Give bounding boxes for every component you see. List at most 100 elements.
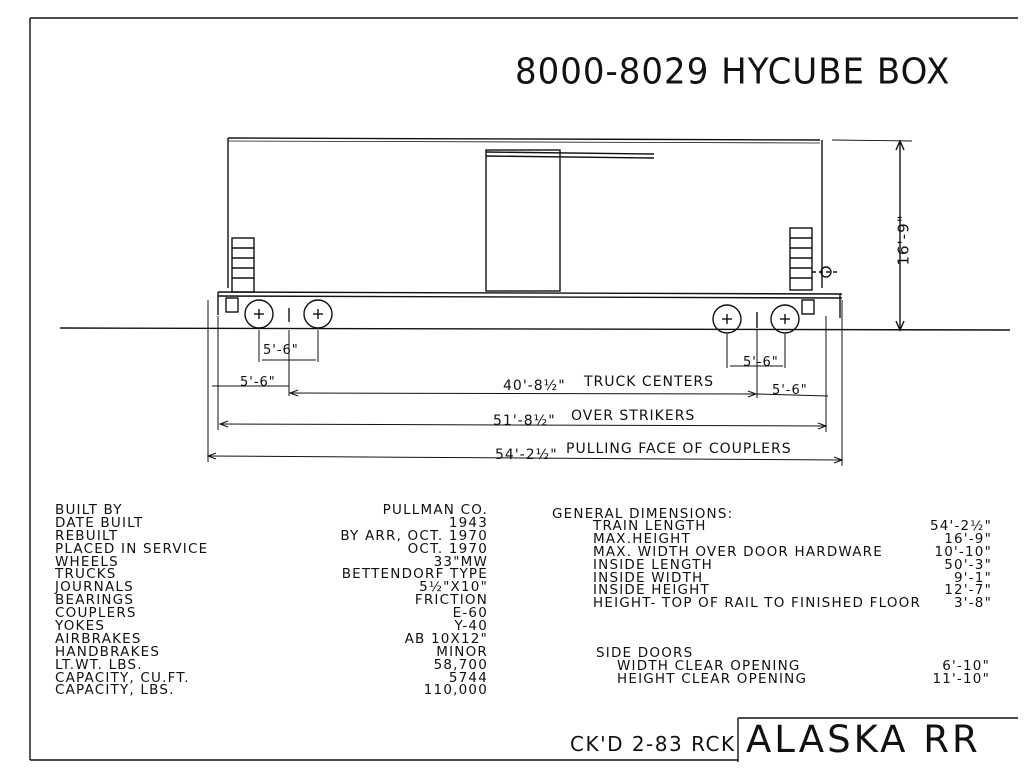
ladder-right <box>789 227 813 291</box>
top-of-rail-line <box>59 327 1011 331</box>
side-door-value: 6'-10" <box>942 658 990 674</box>
spec-label: YOKES <box>55 618 106 635</box>
over-strikers-label: OVER STRIKERS <box>571 408 696 424</box>
side-sill-top <box>217 291 843 295</box>
spec-value: 33"MW <box>433 553 488 570</box>
couplers-label: PULLING FACE OF COUPLERS <box>566 441 792 457</box>
general-dimension-label: INSIDE WIDTH <box>593 569 704 586</box>
general-dimension-value: 10'-10" <box>934 543 992 560</box>
spec-value: MINOR <box>436 643 488 660</box>
truck-centers-label: TRUCK CENTERS <box>584 374 715 390</box>
arrow-icon <box>218 420 229 428</box>
truck-spacing-right-label: 5'-6" <box>743 355 779 370</box>
truck-centers-value: 40'-8½" <box>503 378 566 394</box>
general-dimension-label: TRAIN LENGTH <box>593 518 707 534</box>
spec-value: AB 10X12" <box>404 630 488 647</box>
wheel-icon <box>244 299 274 329</box>
side-door <box>485 149 561 292</box>
side-doors-heading: SIDE DOORS <box>596 645 694 661</box>
spec-label: REBUILT <box>55 527 119 544</box>
arrow-icon <box>833 456 844 464</box>
general-dimension-label: MAX. WIDTH OVER DOOR HARDWARE <box>593 543 883 560</box>
side-doors-values-column: 6'-10"11'-10" <box>890 658 990 687</box>
dim-line-truck-centers <box>289 392 757 395</box>
dim-line-couplers <box>207 455 843 461</box>
railroad-name: ALASKA RR <box>746 718 981 761</box>
car-roof-edge <box>227 140 821 144</box>
wheel-icon <box>303 299 333 329</box>
general-dimension-label: INSIDE LENGTH <box>593 556 713 573</box>
spec-value: Y-40 <box>454 618 488 635</box>
spec-label: CAPACITY, CU.FT. <box>55 669 190 686</box>
spec-value: 5744 <box>448 669 488 686</box>
spec-value: 1943 <box>448 514 488 531</box>
arrow-icon <box>817 422 828 430</box>
spec-label: AIRBRAKES <box>55 630 142 647</box>
dim-line-over-strikers <box>219 423 827 427</box>
spec-value: E-60 <box>452 605 488 622</box>
spec-value: 110,000 <box>423 682 488 699</box>
couplers-value: 54'-2½" <box>495 447 558 463</box>
end-to-truck-right-label: 5'-6" <box>772 383 808 398</box>
spec-label: PLACED IN SERVICE <box>55 540 209 557</box>
spec-label: HANDBRAKES <box>55 643 161 660</box>
dim-line-end-right <box>756 393 829 397</box>
ladder-left <box>231 237 255 293</box>
coupler-box-right <box>801 299 815 315</box>
arrow-icon <box>895 320 905 332</box>
side-sill-bottom <box>217 295 843 299</box>
general-dimensions-heading: GENERAL DIMENSIONS: <box>552 506 734 522</box>
spec-value: FRICTION <box>414 592 488 609</box>
door-track-lower <box>485 155 655 159</box>
truck-left <box>244 299 333 329</box>
side-door-label: HEIGHT CLEAR OPENING <box>617 670 808 687</box>
height-label: 16'-9" <box>894 214 913 266</box>
spec-label: LT.WT. LBS. <box>55 656 143 673</box>
spec-value: BY ARR, OCT. 1970 <box>340 527 488 544</box>
spec-label: DATE BUILT <box>55 514 144 531</box>
general-dimension-value: 50'-3" <box>944 556 992 573</box>
spec-label: WHEELS <box>55 553 119 570</box>
general-dimension-value: 3'-8" <box>954 595 992 612</box>
arrow-icon <box>747 390 758 398</box>
general-values-column: 54'-2½"16'-9"10'-10"50'-3"9'-1"12'-7"3'-… <box>880 519 992 612</box>
spec-label: BUILT BY <box>55 502 123 518</box>
spec-value: BETTENDORF TYPE <box>341 566 488 583</box>
spec-value: OCT. 1970 <box>407 540 488 557</box>
car-roof-line <box>227 137 821 141</box>
wheel-icon <box>712 304 742 334</box>
general-dimension-label: HEIGHT- TOP OF RAIL TO FINISHED FLOOR <box>593 595 922 612</box>
spec-value: 58,700 <box>433 656 488 673</box>
end-to-truck-left-label: 5'-6" <box>240 375 276 390</box>
general-dimension-label: MAX.HEIGHT <box>593 530 691 547</box>
arrow-icon <box>288 389 299 397</box>
spec-value: 5½"X10" <box>419 579 488 596</box>
wheel-icon <box>770 304 800 334</box>
general-dimension-value: 16'-9" <box>944 530 992 547</box>
truck-spacing-left-label: 5'-6" <box>263 343 299 358</box>
general-dimension-label: INSIDE HEIGHT <box>593 582 710 599</box>
spec-value: PULLMAN CO. <box>382 502 488 518</box>
spec-label: BEARINGS <box>55 592 135 609</box>
spec-label: TRUCKS <box>55 566 117 583</box>
side-door-label: WIDTH CLEAR OPENING <box>617 658 801 674</box>
general-dimension-value: 12'-7" <box>944 582 992 599</box>
general-dimension-value: 9'-1" <box>954 569 992 586</box>
side-door-value: 11'-10" <box>932 670 990 687</box>
drawing-title: 8000-8029 HYCUBE BOX <box>515 51 951 93</box>
spec-label: CAPACITY, LBS. <box>55 682 175 699</box>
checked-by-note: CK'D 2-83 RCK <box>570 732 736 756</box>
truck-right <box>712 304 800 334</box>
arrow-icon <box>895 139 905 151</box>
height-extension-top <box>831 139 913 142</box>
over-strikers-value: 51'-8½" <box>493 413 556 429</box>
spec-label: JOURNALS <box>55 579 134 596</box>
door-track-upper <box>485 151 655 155</box>
spec-label: COUPLERS <box>55 605 137 622</box>
arrow-icon <box>206 452 217 460</box>
